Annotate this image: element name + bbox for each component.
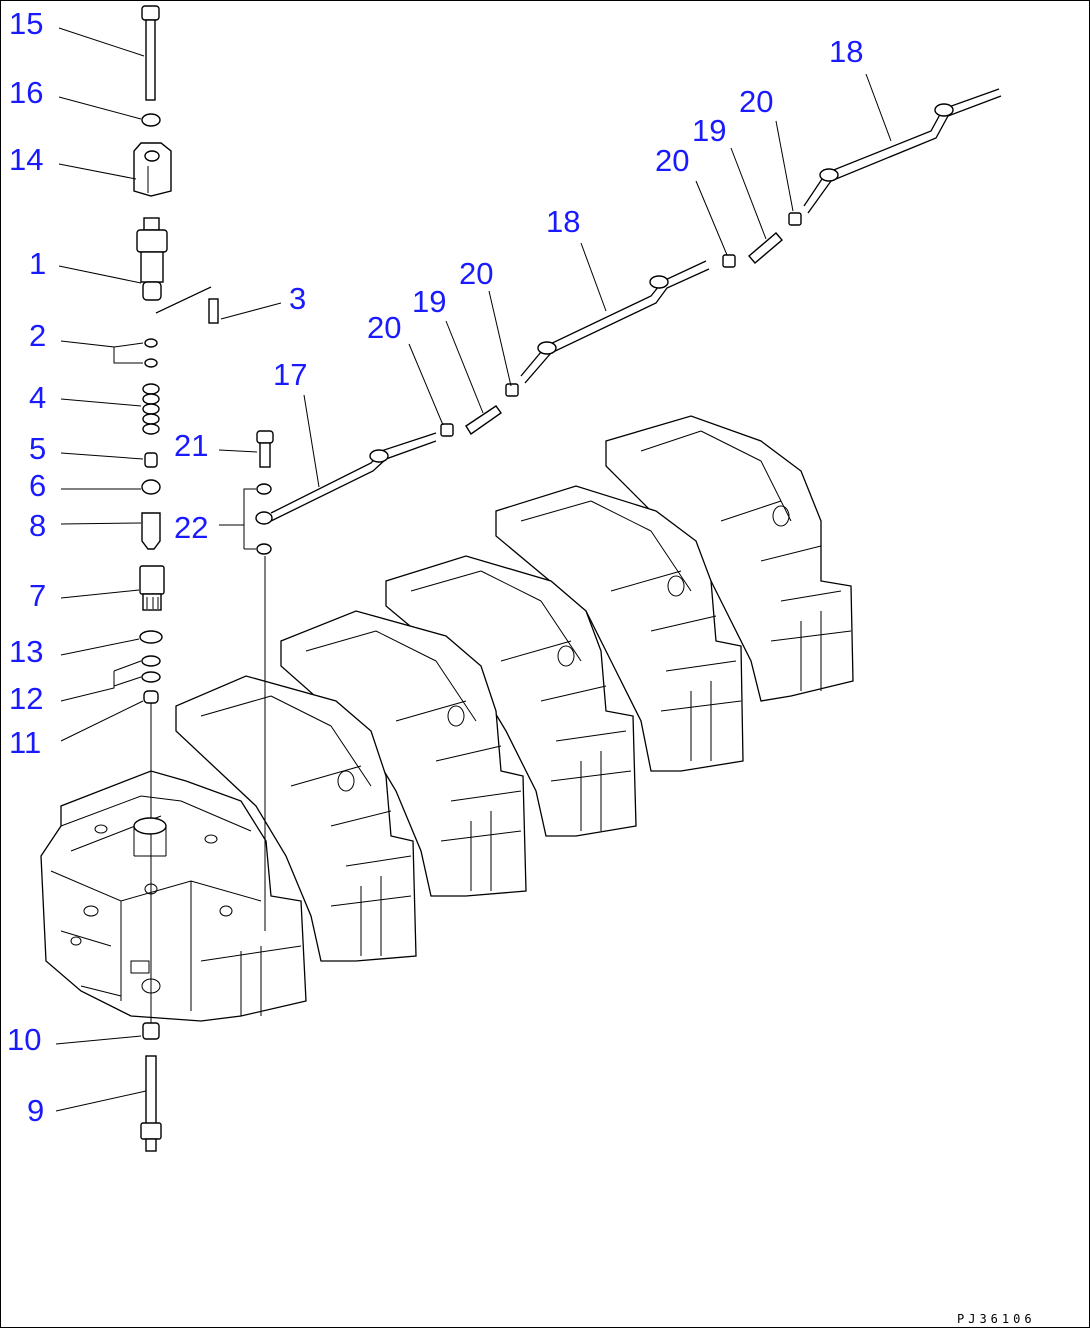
cylinder-head-4 (385, 555, 637, 837)
callout-5: 5 (29, 431, 46, 466)
callout-20-b: 20 (459, 256, 493, 291)
part-11-seal (143, 690, 159, 704)
callout-17: 17 (273, 357, 307, 392)
callout-13: 13 (9, 634, 43, 669)
callout-4: 4 (29, 380, 46, 415)
cylinder-head-2 (175, 675, 417, 962)
callout-8: 8 (29, 508, 46, 543)
part-13-oring (139, 630, 163, 644)
part-20-clamp-d (788, 212, 802, 226)
part-6-ring (141, 479, 161, 495)
callout-3: 3 (289, 281, 306, 316)
part-12-oring-b (141, 671, 161, 683)
callout-labels: 15 16 14 1 3 2 4 5 6 8 7 13 12 11 10 9 2… (7, 6, 863, 1128)
callout-12: 12 (9, 681, 43, 716)
part-14-clamp (133, 142, 172, 197)
cylinder-head-6 (605, 415, 854, 702)
part-10-nut (142, 1022, 160, 1040)
part-4-spring (142, 383, 160, 435)
callout-7: 7 (29, 578, 46, 613)
leader-lines (55, 27, 892, 1112)
callout-20-a: 20 (367, 310, 401, 345)
part-15-bolt (141, 5, 160, 101)
part-8-sleeve (141, 512, 161, 550)
cylinder-head-3 (280, 610, 527, 897)
cylinder-head-5 (495, 485, 744, 772)
callout-15: 15 (9, 6, 43, 41)
callout-11: 11 (9, 725, 41, 760)
callout-21: 21 (174, 428, 208, 463)
part-22-bracket (255, 483, 273, 555)
part-9-stud (140, 1055, 162, 1152)
part-16-washer (141, 113, 161, 127)
callout-6: 6 (29, 468, 46, 503)
part-2-washer-a (144, 338, 158, 348)
callout-2: 2 (29, 318, 46, 353)
callout-19-a: 19 (412, 284, 446, 319)
drawing-code: PJ36106 (957, 1312, 1036, 1326)
part-12-oring-a (141, 655, 161, 667)
cylinder-head-1 (40, 770, 307, 1022)
part-3-sensor (208, 298, 219, 324)
part-1-injector (136, 217, 168, 301)
callout-22: 22 (174, 510, 208, 545)
part-19-hose-a (465, 405, 502, 435)
part-18-pipe-b (803, 88, 1002, 214)
callout-18-b: 18 (829, 34, 863, 69)
callout-20-c: 20 (655, 143, 689, 178)
part-19-hose-b (748, 232, 783, 264)
part-21-bolt (256, 430, 274, 468)
part-20-clamp-c (722, 254, 736, 268)
injector-bore (133, 817, 167, 835)
part-18-pipe-a (520, 260, 710, 384)
part-7-holder (139, 565, 165, 611)
callout-16: 16 (9, 75, 43, 110)
part-5-seat (144, 452, 158, 468)
callout-14: 14 (9, 142, 43, 177)
callout-18-a: 18 (546, 204, 580, 239)
part-2-washer-b (144, 358, 158, 368)
callout-19-b: 19 (692, 113, 726, 148)
fuel-line-assembly (255, 88, 1002, 931)
callout-10: 10 (7, 1022, 41, 1057)
callout-1: 1 (29, 246, 46, 281)
part-20-clamp-b (505, 383, 519, 397)
part-17-pipe (270, 432, 437, 522)
callout-20-d: 20 (739, 84, 773, 119)
part-20-clamp-a (440, 423, 454, 437)
callout-9: 9 (27, 1093, 44, 1128)
cylinder-heads (40, 415, 854, 1022)
